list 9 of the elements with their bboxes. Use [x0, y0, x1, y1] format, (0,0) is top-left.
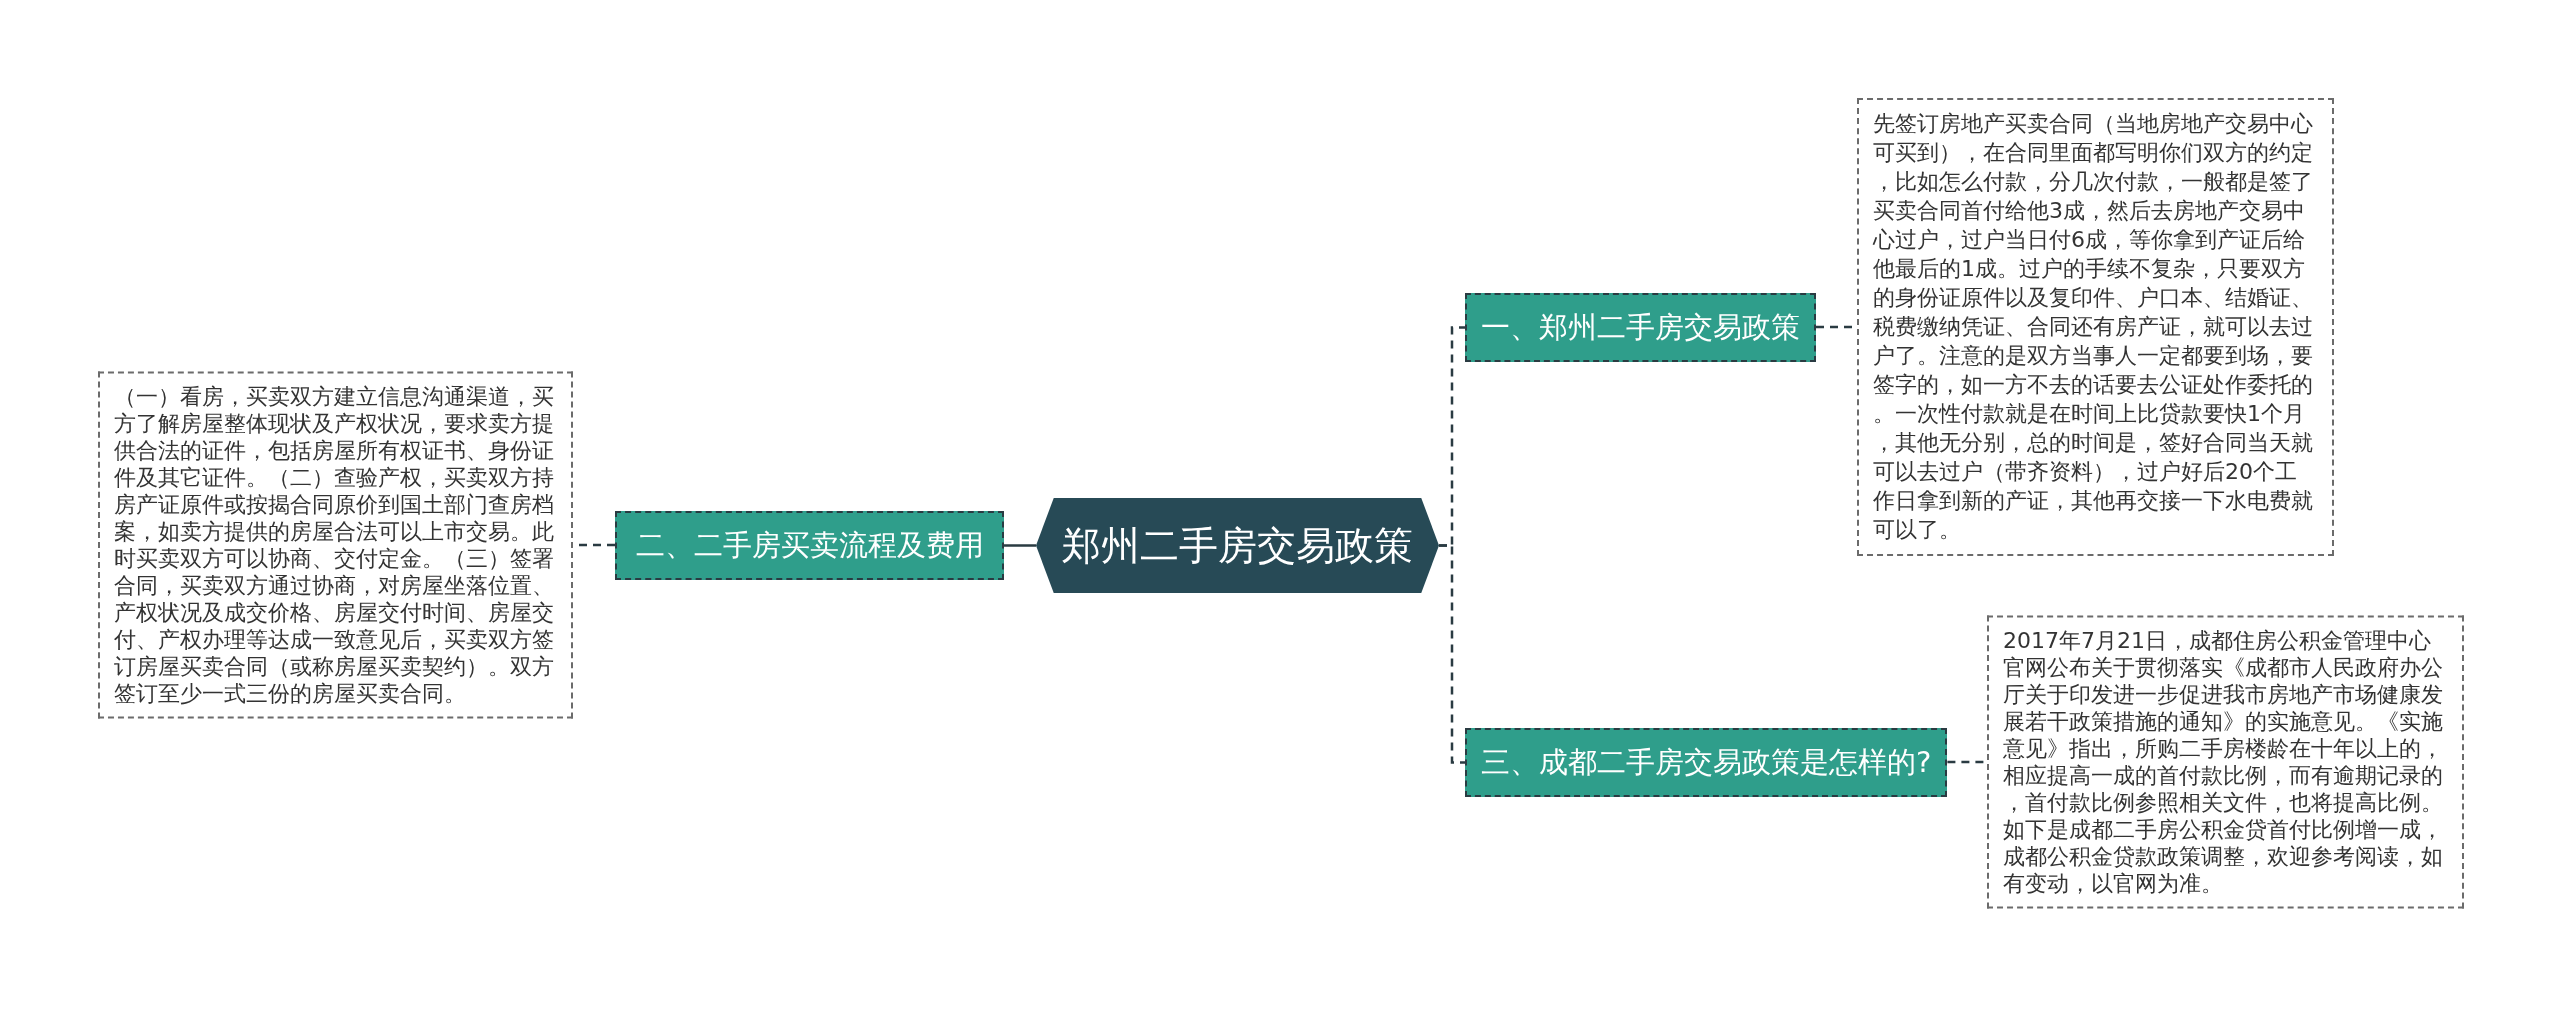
- detail-note: （一）看房，买卖双方建立信息沟通渠道，买方了解房屋整体现状及产权状况，要求卖方提供合法的证件，包括房屋所有权证书、身份证件及其它证件。（二）查验产权，买卖双方持房产证原件或按揭合同原价到国土部门查房档案，如卖方提供的房屋合法可以上市交易。此时买卖双方可以协商、交付定金。（三）签署合同，买卖双方通过协商，对房屋坐落位置、产权状况及成交价格、房屋交付时间、房屋交付、产权办理等达成一致意见后，买卖双方签订房屋买卖合同（或称房屋买卖契约）。双方签订至少一式三份的房屋买卖合同。: [98, 371, 573, 719]
- subtopic: 一、郑州二手房交易政策: [1465, 293, 1816, 362]
- central-topic: 郑州二手房交易政策: [1036, 498, 1439, 593]
- detail-note: 先签订房地产买卖合同（当地房地产交易中心可买到），在合同里面都写明你们双方的约定，比如怎么付款，分几次付款，一般都是签了买卖合同首付给他3成，然后去房地产交易中心过户，过户当日付6成，等你拿到产证后给他最后的1成。过户的手续不复杂，只要双方的身份证原件以及复印件、户口本、结婚证、税费缴纳凭证、合同还有房产证，就可以去过户了。注意的是双方当事人一定都要到场，要签字的，如一方不去的话要去公证处作委托的。一次性付款就是在时间上比贷款要快1个月，其他无分别，总的时间是，签好合同当天就可以去过户（带齐资料），过户好后20个工作日拿到新的产证，其他再交接一下水电费就可以了。: [1857, 98, 2334, 556]
- connector-line: [1004, 544, 1036, 547]
- detail-note: 2017年7月21日，成都住房公积金管理中心官网公布关于贯彻落实《成都市人民政府办公厅关于印发进一步促进我市房地产市场健康发展若干政策措施的通知》的实施意见。《实施意见》指出，所购二手房楼龄在十年以上的，相应提高一成的首付款比例，而有逾期记录的，首付款比例参照相关文件，也将提高比例。如下是成都二手房公积金贷首付比例增一成，成都公积金贷款政策调整，欢迎参考阅读，如有变动，以官网为准。: [1987, 615, 2464, 909]
- connector-line: [1439, 544, 1465, 764]
- subtopic: 二、二手房买卖流程及费用: [615, 511, 1004, 580]
- subtopic: 三、成都二手房交易政策是怎样的?: [1465, 728, 1948, 797]
